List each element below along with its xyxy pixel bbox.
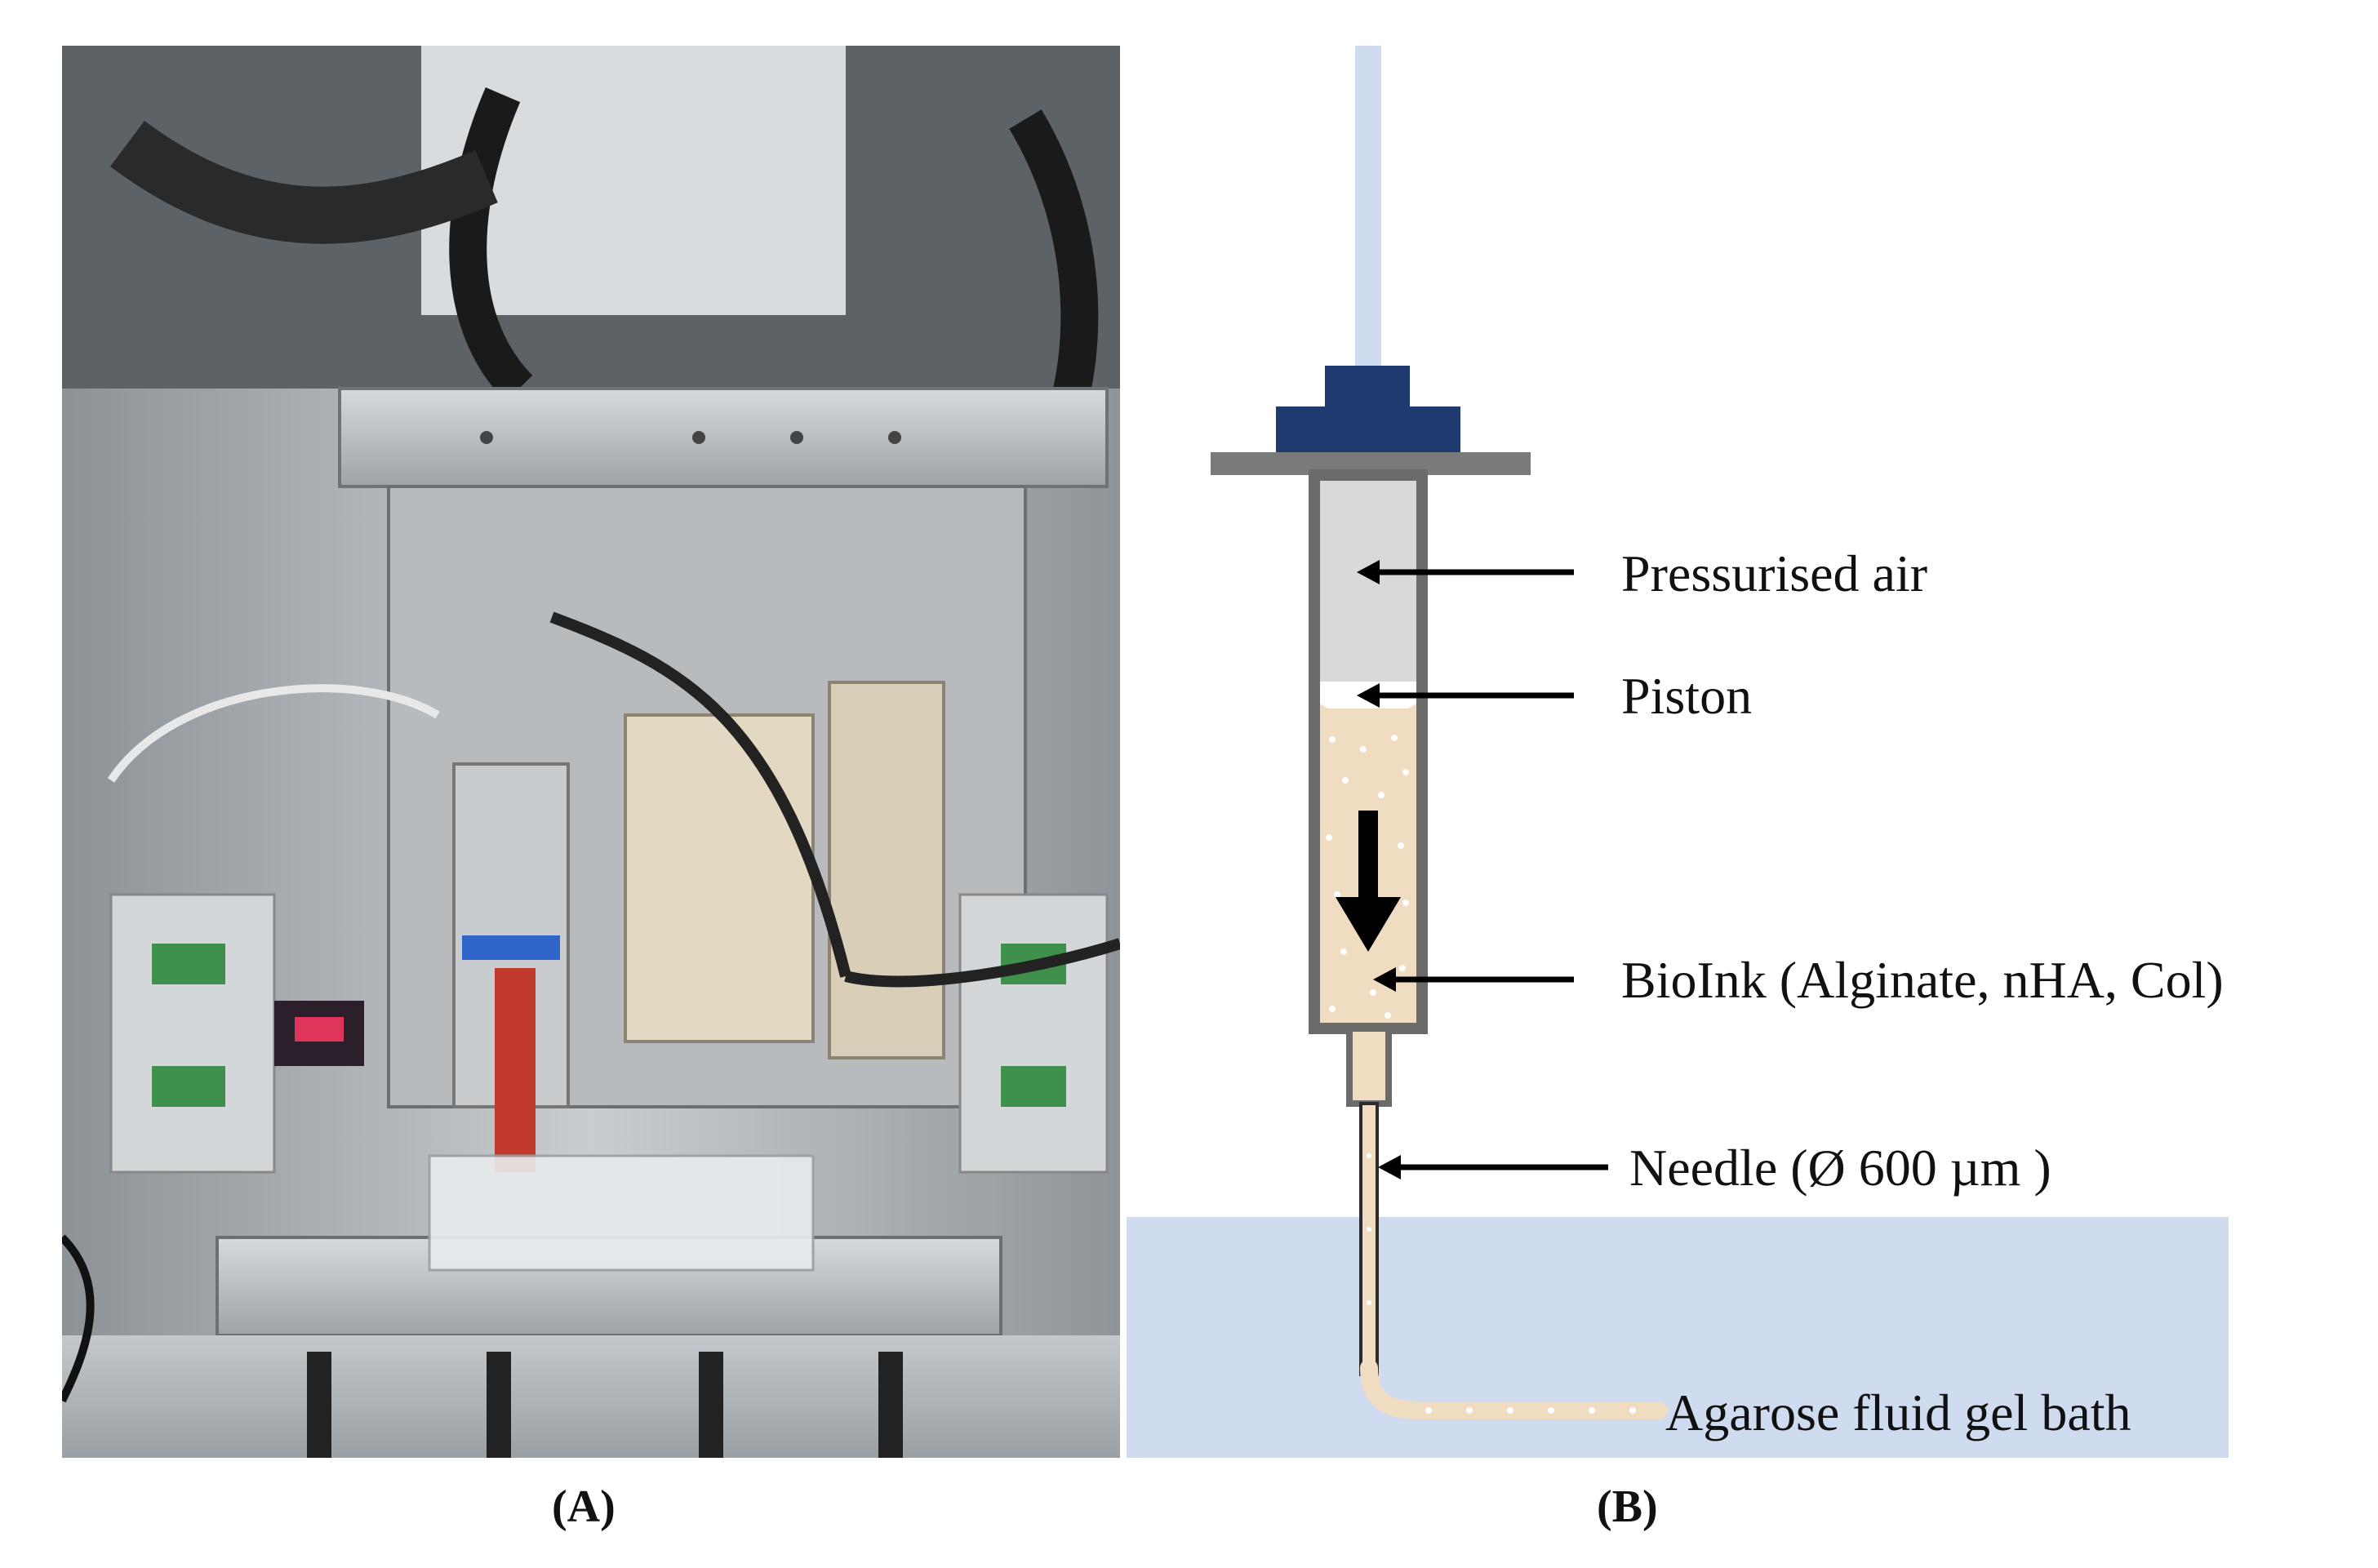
printed-filament [1360, 1359, 1668, 1419]
bioprinter-photo [62, 46, 1120, 1458]
syringe-cap-base [1276, 406, 1460, 452]
air-feed-line [1355, 46, 1381, 368]
flow-down-arrow [1336, 811, 1401, 952]
panel-label-a: (A) [552, 1481, 616, 1532]
filament-particles [1425, 1407, 1636, 1414]
agarose-bath [1127, 1217, 2229, 1458]
callout-arrows [1357, 560, 1608, 1179]
callout-agarose-bath: Agarose fluid gel bath [1665, 1384, 2131, 1441]
callout-needle: Needle (Ø 600 µm ) [1629, 1139, 2051, 1197]
needle [1359, 1102, 1379, 1376]
pressurised-air-chamber [1320, 481, 1416, 682]
panel-label-b: (B) [1597, 1481, 1658, 1532]
callout-piston: Piston [1621, 667, 1753, 725]
needle-hub [1346, 1025, 1392, 1107]
callout-bioink: BioInk (Alginate, nHA, Col) [1621, 951, 2224, 1009]
extrusion-schematic [1127, 46, 2229, 1458]
bioink-particles [1326, 735, 1409, 1019]
callout-pressurised-air: Pressurised air [1621, 544, 1928, 602]
syringe-cap [1325, 366, 1410, 406]
